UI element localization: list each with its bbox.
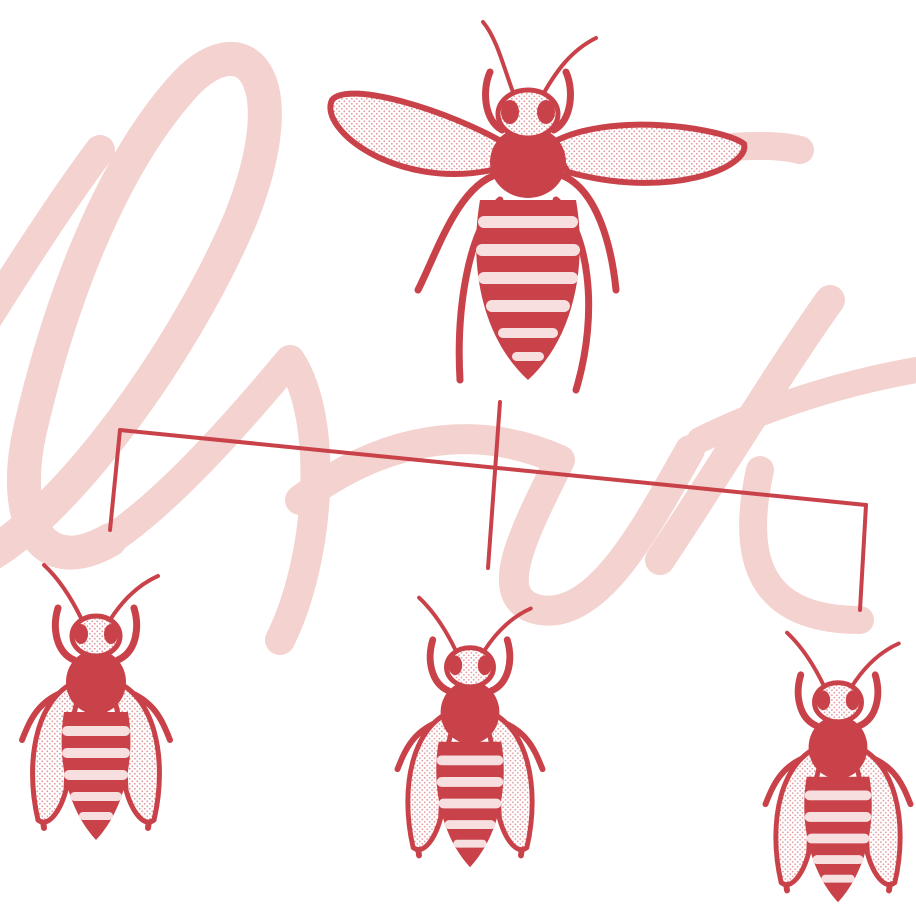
queen-bee-icon [330,22,744,390]
worker-bee-right-icon [765,633,910,903]
branch-right [860,505,866,610]
worker-bee-left-icon [22,565,170,840]
worker-bee-center-icon [397,598,542,868]
